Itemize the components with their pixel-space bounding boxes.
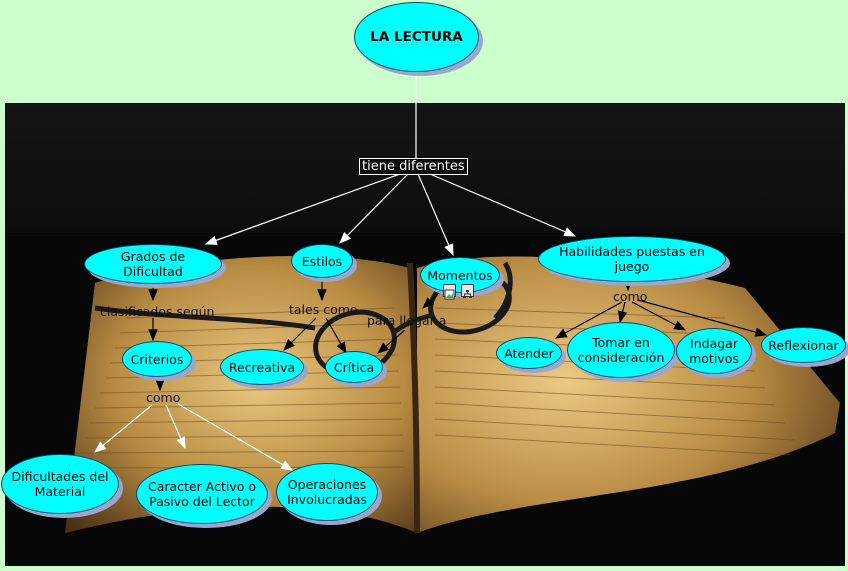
image-icon[interactable] xyxy=(443,284,456,300)
concept-critica[interactable]: Crítica xyxy=(325,351,383,383)
link-tales-como[interactable]: tales como xyxy=(289,302,358,317)
concept-tomar-en-consideracion[interactable]: Tomar en consideración xyxy=(567,322,675,378)
concept-dificultades-del-material[interactable]: Dificultades del Material xyxy=(1,454,119,514)
concept-criterios[interactable]: Criterios xyxy=(122,341,192,377)
concept-atender[interactable]: Atender xyxy=(496,337,562,369)
link-como-habilidades[interactable]: como xyxy=(613,289,648,304)
link-clasificados-segun[interactable]: clasificados según xyxy=(100,304,215,319)
concept-recreativa[interactable]: Recreativa xyxy=(220,349,304,385)
concept-indagar-motivos[interactable]: Indagar motivos xyxy=(676,328,752,374)
link-para-llegar-a[interactable]: para llegar a xyxy=(367,313,447,328)
concept-momentos[interactable]: Momentos xyxy=(420,257,500,293)
concept-operaciones-involucradas[interactable]: Operaciones Involucradas xyxy=(276,463,378,521)
concept-caracter-activo-o-pasivo[interactable]: Caracter Activo o Pasivo del Lector xyxy=(136,464,268,524)
concept-habilidades-puestas-en-juego[interactable]: Habilidades puestas en juego xyxy=(538,236,726,282)
link-tiene-diferentes[interactable]: tiene diferentes xyxy=(359,158,468,175)
concept-la-lectura[interactable]: LA LECTURA xyxy=(354,2,479,72)
link-como-criterios[interactable]: como xyxy=(146,390,181,405)
concept-map-icon[interactable] xyxy=(461,284,474,298)
concept-estilos[interactable]: Estilos xyxy=(291,244,353,278)
concept-grados-de-dificultad[interactable]: Grados de Dificultad xyxy=(84,244,222,284)
concept-reflexionar[interactable]: Reflexionar xyxy=(761,327,846,363)
